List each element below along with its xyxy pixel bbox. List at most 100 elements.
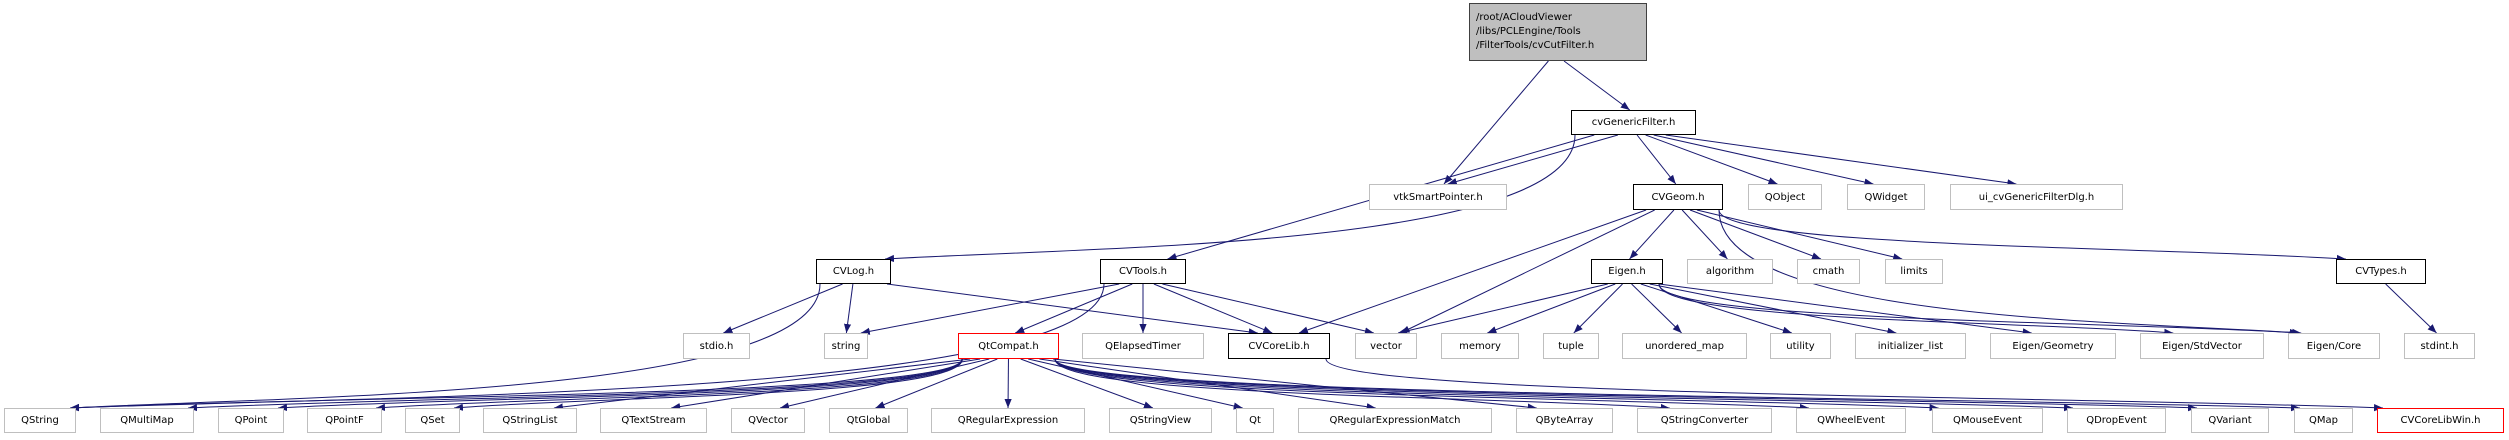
node-uidlg[interactable]: ui_cvGenericFilterDlg.h bbox=[1950, 184, 2123, 210]
edge-cvtools-to-string bbox=[860, 283, 1120, 335]
node-qset[interactable]: QSet bbox=[405, 408, 460, 433]
node-memory[interactable]: memory bbox=[1441, 333, 1519, 359]
edge-eigen-to-unordered_map bbox=[1631, 283, 1682, 334]
node-vector[interactable]: vector bbox=[1355, 333, 1417, 359]
node-eigencore[interactable]: Eigen/Core bbox=[2288, 333, 2380, 359]
edge-cvgeom-to-algorithm bbox=[1681, 209, 1728, 260]
edge-cvgeom-to-cvcorelib bbox=[1298, 209, 1647, 334]
node-qmultimap[interactable]: QMultiMap bbox=[100, 408, 194, 433]
edge-root-to-vtksmartpointer bbox=[1443, 60, 1549, 185]
edge-cvtools-to-cvcorelib bbox=[1153, 283, 1273, 334]
node-qvariant[interactable]: QVariant bbox=[2191, 408, 2269, 433]
edge-cvgeom-to-eigen bbox=[1629, 209, 1675, 260]
edge-eigen-to-eigencore bbox=[1658, 283, 2299, 337]
edge-eigen-to-tuple bbox=[1573, 283, 1623, 334]
node-qstring[interactable]: QString bbox=[4, 408, 76, 433]
edge-qtcompat-to-qstringlist bbox=[553, 358, 971, 411]
node-stdint[interactable]: stdint.h bbox=[2404, 333, 2475, 359]
node-cmath[interactable]: cmath bbox=[1797, 259, 1860, 284]
edge-eigen-to-memory bbox=[1487, 283, 1616, 334]
node-qtglobal[interactable]: QtGlobal bbox=[829, 408, 908, 433]
node-cvtypes[interactable]: CVTypes.h bbox=[2336, 259, 2426, 284]
node-qstringconverter[interactable]: QStringConverter bbox=[1637, 408, 1772, 433]
edge-cvtools-to-vector bbox=[1162, 283, 1374, 335]
node-string[interactable]: string bbox=[824, 333, 868, 359]
edge-qtcompat-to-qmap bbox=[1054, 358, 2301, 412]
node-qmouseevent[interactable]: QMouseEvent bbox=[1932, 408, 2043, 433]
edge-cvgeom-to-cmath bbox=[1689, 209, 1822, 260]
edge-cvgenericfilter-to-cvlog bbox=[884, 134, 1576, 263]
node-eigengeometry[interactable]: Eigen/Geometry bbox=[1990, 333, 2116, 359]
edge-qtcompat-to-qstring bbox=[69, 358, 963, 412]
edge-qtcompat-to-qtextstream bbox=[671, 358, 981, 411]
edge-cvtools-to-qstring bbox=[69, 283, 1105, 412]
edge-cvgenericfilter-to-uidlg bbox=[1665, 134, 2017, 187]
edge-qtcompat-to-qpoint bbox=[277, 358, 963, 412]
edge-cvgeom-to-eigencore bbox=[1718, 209, 2302, 336]
node-vtksmartpointer[interactable]: vtkSmartPointer.h bbox=[1369, 184, 1507, 210]
node-cvgenericfilter[interactable]: cvGenericFilter.h bbox=[1571, 110, 1696, 135]
node-qpointf[interactable]: QPointF bbox=[307, 408, 382, 433]
edge-qtcompat-to-qbytearray bbox=[1052, 358, 1537, 411]
node-qtextstream[interactable]: QTextStream bbox=[600, 408, 707, 433]
edge-cvlog-to-stdio bbox=[723, 283, 843, 334]
edge-cvgenericfilter-to-qwidget bbox=[1653, 134, 1874, 186]
node-algorithm[interactable]: algorithm bbox=[1687, 259, 1773, 284]
node-cvcorelibwin[interactable]: CVCoreLibWin.h bbox=[2377, 408, 2504, 433]
node-qregularexpression[interactable]: QRegularExpression bbox=[931, 408, 1085, 433]
edge-qtcompat-to-qvariant bbox=[1054, 358, 2198, 412]
node-qbytearray[interactable]: QByteArray bbox=[1516, 408, 1613, 433]
node-initializer_list[interactable]: initializer_list bbox=[1855, 333, 1966, 359]
node-qobject[interactable]: QObject bbox=[1748, 184, 1822, 210]
edge-cvgenericfilter-to-vtksmartpointer bbox=[1447, 134, 1618, 185]
edge-qtcompat-to-qtglobal bbox=[875, 358, 998, 409]
edge-eigen-to-eigenstdvector bbox=[1658, 283, 2174, 336]
node-limits[interactable]: limits bbox=[1885, 259, 1943, 284]
edge-cvlog-to-string bbox=[843, 283, 854, 334]
edge-eigen-to-eigengeometry bbox=[1658, 283, 2032, 336]
edge-qtcompat-to-qstringview bbox=[1020, 358, 1154, 409]
node-unordered_map[interactable]: unordered_map bbox=[1622, 333, 1747, 359]
edge-eigen-to-vector bbox=[1397, 283, 1608, 335]
edge-cvcorelib-to-cvcorelibwin bbox=[1325, 358, 2384, 412]
node-root[interactable]: /root/ACloudViewer /libs/PCLEngine/Tools… bbox=[1469, 3, 1647, 61]
edge-cvlog-to-cvcorelib bbox=[886, 283, 1258, 336]
node-eigen[interactable]: Eigen.h bbox=[1591, 259, 1663, 284]
edge-cvtools-to-qtcompat bbox=[1015, 283, 1133, 334]
edge-cvgenericfilter-to-cvgeom bbox=[1636, 134, 1677, 185]
node-qpoint[interactable]: QPoint bbox=[218, 408, 284, 433]
node-qwheelevent[interactable]: QWheelEvent bbox=[1796, 408, 1906, 433]
node-qelapsedtimer[interactable]: QElapsedTimer bbox=[1082, 333, 1204, 359]
node-stdio[interactable]: stdio.h bbox=[683, 333, 750, 359]
node-qstringlist[interactable]: QStringList bbox=[483, 408, 577, 433]
node-qdropevent[interactable]: QDropEvent bbox=[2067, 408, 2166, 433]
edge-qtcompat-to-qwheelevent bbox=[1054, 358, 1809, 412]
edge-cvgenericfilter-to-qobject bbox=[1645, 134, 1778, 185]
edge-qtcompat-to-qstringconverter bbox=[1054, 358, 1670, 412]
node-qtcompat[interactable]: QtCompat.h bbox=[958, 333, 1059, 359]
edge-qtcompat-to-qpointf bbox=[375, 358, 963, 411]
edge-qtcompat-to-qmouseevent bbox=[1054, 358, 1939, 412]
node-qt[interactable]: Qt bbox=[1236, 408, 1274, 433]
edge-cvgeom-to-vector bbox=[1400, 209, 1655, 334]
edge-eigen-to-initializer_list bbox=[1649, 283, 1897, 335]
node-cvcorelib[interactable]: CVCoreLib.h bbox=[1228, 333, 1330, 359]
edge-qtcompat-to-qvector bbox=[779, 358, 990, 410]
node-qstringview[interactable]: QStringView bbox=[1109, 408, 1212, 433]
node-eigenstdvector[interactable]: Eigen/StdVector bbox=[2140, 333, 2264, 359]
node-cvtools[interactable]: CVTools.h bbox=[1100, 259, 1186, 284]
edge-root-to-cvgenericfilter bbox=[1563, 60, 1631, 111]
edge-cvlog-to-qstring bbox=[69, 283, 821, 412]
node-tuple[interactable]: tuple bbox=[1543, 333, 1599, 359]
edge-qtcompat-to-qdropevent bbox=[1054, 358, 2074, 412]
node-qmap[interactable]: QMap bbox=[2294, 408, 2353, 433]
node-qregularexpressionmatch[interactable]: QRegularExpressionMatch bbox=[1298, 408, 1492, 433]
node-qvector[interactable]: QVector bbox=[731, 408, 805, 433]
node-utility[interactable]: utility bbox=[1770, 333, 1831, 359]
node-cvlog[interactable]: CVLog.h bbox=[816, 259, 891, 284]
edge-cvgeom-to-limits bbox=[1696, 209, 1903, 261]
node-qwidget[interactable]: QWidget bbox=[1847, 184, 1925, 210]
node-cvgeom[interactable]: CVGeom.h bbox=[1633, 184, 1723, 210]
